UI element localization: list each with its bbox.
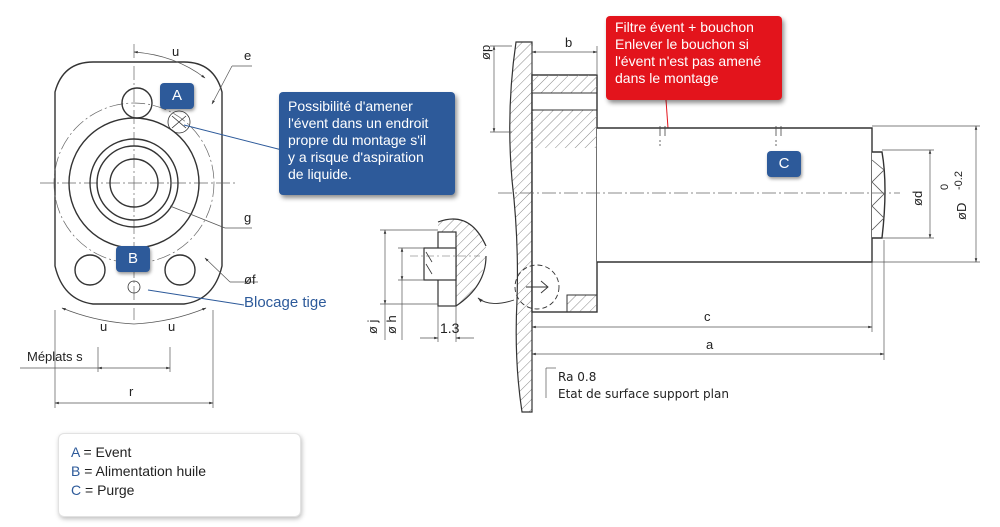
dim-D: øD: [954, 203, 969, 220]
mounting-wall: [509, 41, 533, 413]
surface-note: Etat de surface support plan: [558, 387, 729, 401]
dim-r: r: [129, 384, 134, 399]
dim-D-tol-lower: -0.2: [953, 171, 965, 190]
note-filter: Filtre évent + bouchon Enlever le boucho…: [606, 16, 782, 100]
dim-h: ø h: [384, 315, 399, 334]
dim-u-left: u: [100, 319, 107, 334]
dim-u-right: u: [168, 319, 175, 334]
legend: A = Event B = Alimentation huile C = Pur…: [58, 433, 301, 517]
note-line: de liquide.: [288, 166, 352, 182]
note-line: dans le montage: [615, 70, 719, 86]
front-view: [40, 44, 236, 320]
cylinder-body: [597, 127, 873, 263]
note-line: Enlever le bouchon si: [615, 36, 749, 52]
detail-dimensions: [380, 229, 474, 342]
legend-text: = Event: [79, 444, 132, 460]
dim-c: c: [704, 309, 711, 324]
dim-d: ød: [910, 191, 925, 206]
label-blocage-tige: Blocage tige: [244, 294, 327, 311]
side-view-dimensions: [490, 45, 980, 398]
dim-meplats: Méplats s: [27, 349, 83, 364]
roughness-note: Ra 0.8: [558, 370, 596, 384]
legend-key: B: [71, 463, 81, 479]
dim-g: g: [244, 210, 251, 225]
note-line: l'évent dans un endroit: [288, 115, 429, 131]
legend-item: B = Alimentation huile: [71, 462, 300, 481]
badge-b: B: [116, 246, 150, 272]
leader-blocage: [147, 289, 245, 306]
dim-j: ø j: [365, 319, 380, 334]
detail-view: [410, 218, 487, 307]
leader-filter-note: [665, 99, 669, 129]
badge-a: A: [160, 83, 194, 109]
note-line: Filtre évent + bouchon: [615, 19, 754, 35]
dim-e: e: [244, 48, 251, 63]
rod-end: [872, 151, 886, 239]
dim-u-top: u: [172, 44, 179, 59]
legend-text: = Purge: [81, 482, 135, 498]
detail-circle: [514, 264, 560, 310]
note-line: propre du montage s'il: [288, 132, 427, 148]
note-line: Possibilité d'amener: [288, 98, 413, 114]
legend-item: C = Purge: [71, 481, 300, 500]
dim-a: a: [706, 337, 714, 352]
badge-c: C: [767, 151, 801, 177]
dim-D-tol-upper: 0: [939, 184, 951, 190]
dim-chamfer: 1.3: [440, 320, 460, 336]
front-view-dimensions: [20, 51, 258, 408]
leader-event-note: [183, 124, 283, 151]
dim-b: b: [565, 35, 572, 50]
dim-f: øf: [244, 272, 256, 287]
dim-p: øp: [478, 45, 493, 60]
note-line: y a risque d'aspiration: [288, 149, 424, 165]
legend-text: = Alimentation huile: [80, 463, 207, 479]
note-event-possibility: Possibilité d'amener l'évent dans un end…: [279, 92, 455, 195]
legend-key: C: [71, 482, 82, 498]
note-line: l'évent n'est pas amené: [615, 53, 762, 69]
legend-key: A: [71, 444, 80, 460]
legend-item: A = Event: [71, 443, 300, 462]
